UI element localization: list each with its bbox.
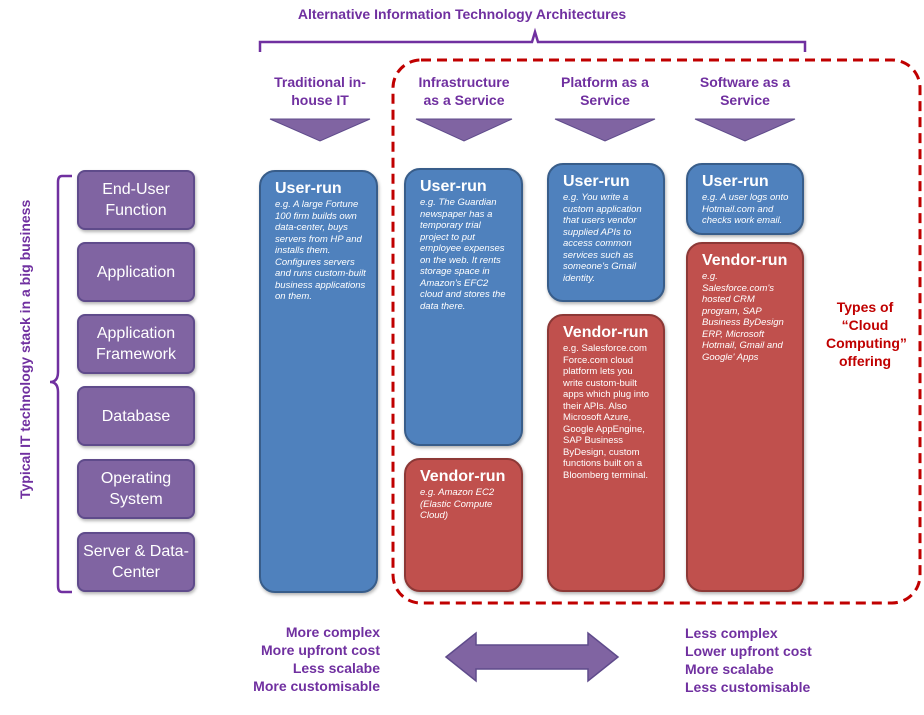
left-trait: More customisable	[253, 678, 380, 694]
diagram-title: Alternative Information Technology Archi…	[297, 6, 627, 22]
iaas-user-run-box: User-run e.g. The Guardian newspaper has…	[404, 168, 523, 446]
stack-application: Application	[77, 242, 195, 302]
column-arrow-4	[694, 118, 796, 142]
column-heading-paas: Platform as a Service	[561, 74, 649, 108]
column-heading-iaas: Infrastructure as a Service	[418, 74, 510, 108]
box-description: e.g. A large Fortune 100 firm builds own…	[275, 199, 366, 302]
left-trait: More complex	[285, 624, 380, 640]
double-arrow-icon	[444, 631, 620, 683]
box-description: e.g. A user logs onto Hotmail.com and ch…	[702, 192, 789, 226]
right-trait: Less customisable	[685, 679, 811, 695]
left-traits-list: More complex More upfront cost Less scal…	[230, 623, 380, 695]
stack-database: Database	[77, 386, 195, 446]
stack-server-data-center: Server & Data-Center	[77, 532, 195, 592]
box-title: User-run	[275, 180, 342, 197]
column-heading-saas: Software as a Service	[699, 74, 791, 108]
box-description: e.g. You write a custom application that…	[563, 192, 642, 284]
box-title: User-run	[420, 178, 487, 195]
column-arrow-1	[269, 118, 371, 142]
column-arrow-3	[554, 118, 656, 142]
box-title: User-run	[702, 173, 769, 190]
stack-application-framework: Application Framework	[77, 314, 195, 374]
stack-brace	[49, 174, 72, 594]
right-trait: Lower upfront cost	[685, 643, 812, 659]
right-traits-list: Less complex Lower upfront cost More sca…	[685, 624, 835, 696]
box-title: User-run	[563, 173, 630, 190]
stack-side-label: Typical IT technology stack in a big bus…	[17, 199, 33, 499]
paas-user-run-box: User-run e.g. You write a custom applica…	[547, 163, 665, 302]
box-description: e.g. Amazon EC2 (Elastic Compute Cloud)	[420, 487, 495, 521]
traditional-user-run-box: User-run e.g. A large Fortune 100 firm b…	[259, 170, 378, 593]
top-bracket	[258, 27, 807, 52]
iaas-vendor-run-box: Vendor-run e.g. Amazon EC2 (Elastic Comp…	[404, 458, 523, 592]
saas-vendor-run-box: Vendor-run e.g. Salesforce.com's hosted …	[686, 242, 804, 592]
box-title: Vendor-run	[702, 252, 788, 269]
cloud-region-border	[391, 58, 922, 605]
left-trait: More upfront cost	[261, 642, 380, 658]
column-heading-traditional: Traditional in-house IT	[274, 74, 366, 108]
stack-end-user-function: End-User Function	[77, 170, 195, 230]
left-trait: Less scalabe	[292, 660, 380, 676]
right-trait: Less complex	[685, 625, 778, 641]
column-arrow-2	[415, 118, 513, 142]
box-description: e.g. Salesforce.com Force.com cloud plat…	[563, 343, 650, 481]
box-description: e.g. Salesforce.com's hosted CRM program…	[702, 271, 784, 363]
box-title: Vendor-run	[420, 468, 506, 485]
saas-user-run-box: User-run e.g. A user logs onto Hotmail.c…	[686, 163, 804, 235]
cloud-computing-label: Types of “Cloud Computing” offering	[826, 299, 907, 369]
box-description: e.g. The Guardian newspaper has a tempor…	[420, 197, 506, 312]
paas-vendor-run-box: Vendor-run e.g. Salesforce.com Force.com…	[547, 314, 665, 592]
stack-operating-system: Operating System	[77, 459, 195, 519]
box-title: Vendor-run	[563, 324, 649, 341]
right-trait: More scalabe	[685, 661, 774, 677]
